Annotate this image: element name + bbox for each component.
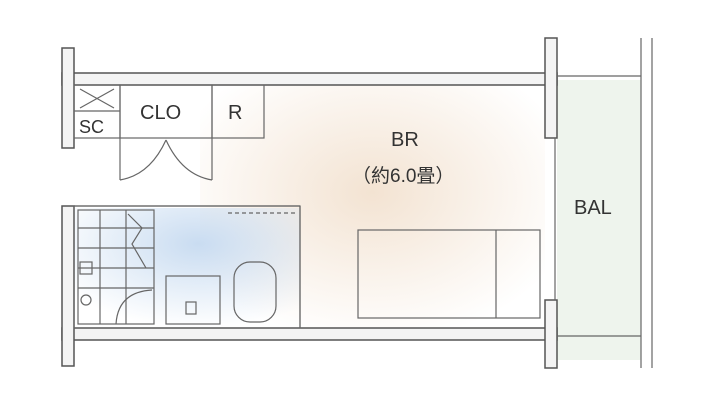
label-balcony: BAL bbox=[574, 197, 612, 219]
left-wall-lower bbox=[61, 205, 75, 367]
right-post-bottom bbox=[544, 299, 558, 369]
label-sc: SC bbox=[79, 117, 105, 137]
vanity bbox=[165, 275, 221, 325]
balcony-tint bbox=[557, 80, 641, 360]
label-bedroom: BR bbox=[391, 129, 419, 151]
refrigerator-box bbox=[211, 84, 265, 139]
label-r: R bbox=[228, 102, 243, 124]
bottom-wall bbox=[61, 327, 558, 341]
label-closet: CLO bbox=[140, 102, 182, 124]
bath-room bbox=[73, 205, 301, 329]
left-wall-upper bbox=[61, 47, 75, 149]
bed bbox=[357, 229, 541, 319]
top-wall bbox=[61, 72, 558, 86]
label-bedroom-area: （約6.0畳） bbox=[352, 166, 455, 187]
right-post-top bbox=[544, 37, 558, 139]
toilet bbox=[233, 261, 277, 323]
